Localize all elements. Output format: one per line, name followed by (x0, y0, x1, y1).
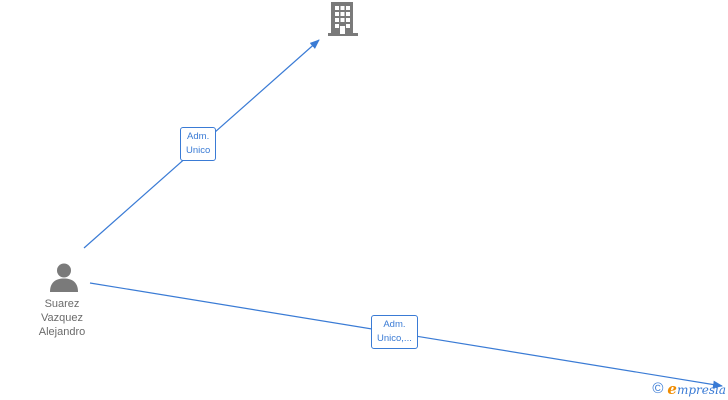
person-name-line-1: Suarez (44, 298, 80, 310)
person-icon (50, 263, 78, 292)
copyright-icon: © (652, 380, 664, 397)
edge-label-line-1: Adm. (187, 131, 210, 142)
brand-logo-initial: e (667, 380, 677, 398)
brand-logo: empresia (667, 380, 726, 398)
company-node[interactable] (328, 2, 358, 36)
building-icon (328, 2, 358, 36)
person-name[interactable]: Suarez Vazquez Alejandro (12, 297, 112, 339)
person-name-line-3: Alejandro (38, 326, 86, 338)
edge-label-line-2: Unico (186, 145, 211, 156)
edge-label-line-2: Unico,... (377, 333, 412, 344)
edge-label-adm-unico-more[interactable]: Adm. Unico,... (371, 315, 418, 349)
brand-logo-rest: mpresia (676, 383, 726, 397)
person-name-line-2: Vazquez (41, 312, 83, 324)
brand-watermark: © empresia (652, 380, 726, 398)
person-node[interactable] (49, 262, 79, 292)
edge-label-adm-unico[interactable]: Adm. Unico (180, 127, 217, 161)
edge-label-line-1: Adm. (383, 319, 406, 330)
